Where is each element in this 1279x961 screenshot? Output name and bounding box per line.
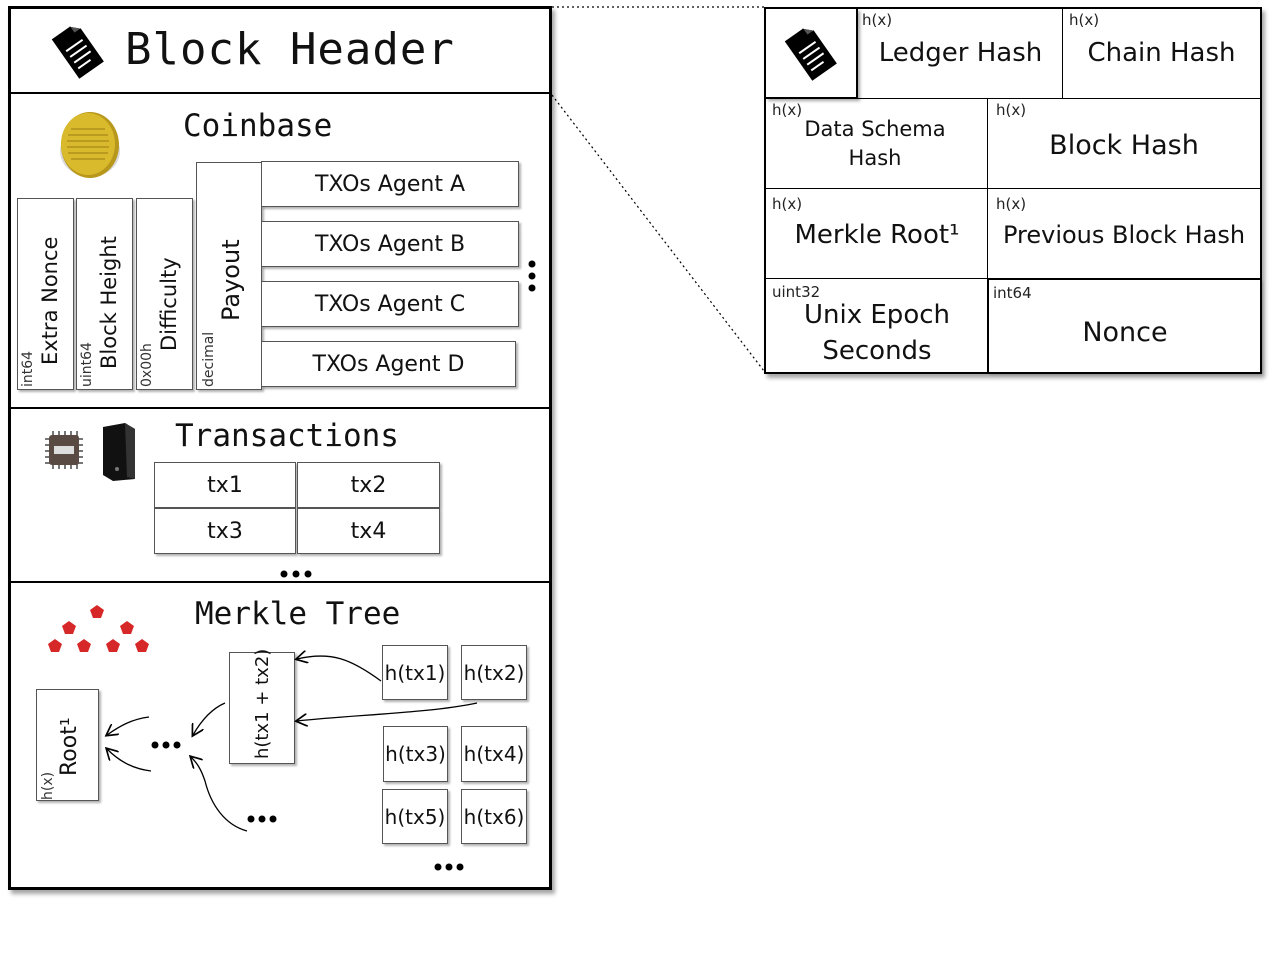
ledger-hash-cell: h(x) Ledger Hash xyxy=(858,9,1063,99)
coin-icon xyxy=(57,109,123,183)
leaf-htx5: h(tx5) xyxy=(382,789,448,844)
payout-column: decimal Payout xyxy=(196,162,262,390)
data-schema-hash-label: Data Schema Hash xyxy=(804,117,946,170)
transactions-title: Transactions xyxy=(175,418,399,454)
nonce-label: Nonce xyxy=(1082,316,1168,348)
txos-agent-c-label: TXOs Agent C xyxy=(314,291,466,317)
hard-drive-icon xyxy=(99,421,139,483)
nonce-cell: int64 Nonce xyxy=(988,279,1260,372)
leaf-htx2-label: h(tx2) xyxy=(463,660,525,685)
coinbase-title: Coinbase xyxy=(183,108,333,144)
previous-block-hash-type: h(x) xyxy=(996,195,1027,213)
hash-pair-box: h(tx1 + tx2) xyxy=(229,649,295,764)
tx3-label: tx3 xyxy=(207,518,243,544)
txos-agent-d: TXOs Agent D xyxy=(261,341,516,387)
block-panel: Block Header Coinbase int64 Extra Nonce … xyxy=(8,6,552,890)
leaf-htx2: h(tx2) xyxy=(461,645,527,700)
data-schema-hash-cell: h(x) Data Schema Hash xyxy=(766,99,988,189)
merkle-root-box: h(x) Root¹ xyxy=(36,689,99,801)
ledger-hash-label: Ledger Hash xyxy=(878,38,1043,68)
header-icon-cell xyxy=(766,9,858,99)
document-icon xyxy=(47,21,107,81)
merkle-tree-icon xyxy=(41,599,157,657)
block-hash-label: Block Hash xyxy=(1049,129,1199,161)
divider-coinbase xyxy=(11,407,549,409)
cpu-chip-icon xyxy=(41,427,87,473)
unix-epoch-label-line1: Unix Epoch xyxy=(804,300,950,330)
leaf-htx6: h(tx6) xyxy=(461,789,527,844)
txos-agent-d-label: TXOs Agent D xyxy=(312,351,465,377)
leaf-htx5-label: h(tx5) xyxy=(384,804,446,829)
leaf-htx3-label: h(tx3) xyxy=(385,742,446,766)
ellipsis-icon xyxy=(526,259,538,295)
transactions-ellipsis-icon xyxy=(279,565,315,578)
merkle-root-cell: h(x) Merkle Root¹ xyxy=(766,189,988,279)
tx2-label: tx2 xyxy=(350,472,387,498)
tx4-label: tx4 xyxy=(350,518,387,544)
unix-epoch-label-line2: Seconds xyxy=(822,336,932,366)
divider-header xyxy=(11,92,549,94)
document-icon xyxy=(780,23,840,83)
chain-hash-cell: h(x) Chain Hash xyxy=(1063,9,1260,99)
leaf-htx6-label: h(tx6) xyxy=(463,804,525,829)
merkle-root-type: h(x) xyxy=(772,195,803,213)
txos-agent-c: TXOs Agent C xyxy=(261,281,519,327)
leaf-htx4-label: h(tx4) xyxy=(463,742,525,766)
block-hash-type: h(x) xyxy=(996,101,1027,119)
tx3-cell: tx3 xyxy=(154,508,296,554)
txos-agent-b: TXOs Agent B xyxy=(261,221,519,267)
nonce-type: int64 xyxy=(993,284,1032,302)
unix-epoch-type: uint32 xyxy=(772,283,821,301)
data-schema-hash-type: h(x) xyxy=(772,101,803,119)
block-hash-cell: h(x) Block Hash xyxy=(988,99,1260,189)
merkle-arrows xyxy=(11,9,478,871)
divider-transactions xyxy=(11,581,549,583)
leaf-htx4: h(tx4) xyxy=(461,726,527,782)
tx2-cell: tx2 xyxy=(297,462,440,508)
leaf-htx3: h(tx3) xyxy=(383,726,448,782)
header-detail-panel: h(x) Ledger Hash h(x) Chain Hash h(x) Da… xyxy=(764,7,1262,374)
block-height-column: uint64 Block Height xyxy=(76,198,133,390)
merkle-tree-title: Merkle Tree xyxy=(195,596,401,632)
previous-block-hash-label: Previous Block Hash xyxy=(1002,221,1246,249)
txos-agent-b-label: TXOs Agent B xyxy=(314,231,466,257)
previous-block-hash-cell: h(x) Previous Block Hash xyxy=(988,189,1260,279)
leaf-htx1: h(tx1) xyxy=(382,645,448,700)
chain-hash-label: Chain Hash xyxy=(1087,38,1236,68)
block-header-title: Block Header xyxy=(125,24,455,75)
txos-agent-a: TXOs Agent A xyxy=(261,161,519,207)
tx4-cell: tx4 xyxy=(297,508,440,554)
tx1-label: tx1 xyxy=(207,472,243,498)
difficulty-column: 0x00h Difficulty xyxy=(136,198,193,390)
leaf-htx1-label: h(tx1) xyxy=(384,660,446,685)
tx1-cell: tx1 xyxy=(154,462,296,508)
chain-hash-type: h(x) xyxy=(1069,11,1100,29)
ledger-hash-type: h(x) xyxy=(862,11,893,29)
unix-epoch-cell: uint32 Unix Epoch Seconds xyxy=(766,279,988,372)
txos-agent-a-label: TXOs Agent A xyxy=(314,171,466,197)
extra-nonce-column: int64 Extra Nonce xyxy=(17,198,74,390)
merkle-root-cell-label: Merkle Root¹ xyxy=(794,220,960,250)
